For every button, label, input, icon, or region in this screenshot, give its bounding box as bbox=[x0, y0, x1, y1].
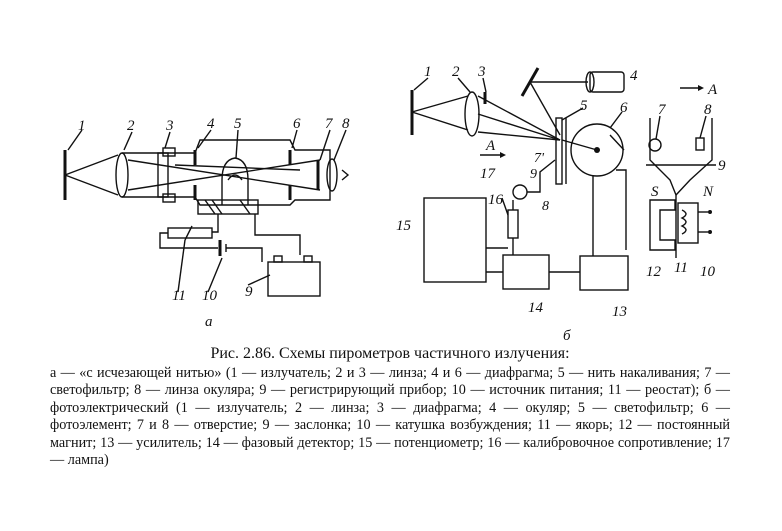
panel-a-labels: 1 2 3 4 5 6 7 8 9 10 11 а bbox=[78, 116, 350, 330]
excitation-coil-b-10 bbox=[677, 202, 699, 244]
label-a-3: 3 bbox=[165, 118, 174, 134]
filter-b-5 bbox=[555, 117, 563, 185]
label-b-6: 6 bbox=[620, 100, 628, 116]
label-b-8: 8 bbox=[704, 102, 712, 118]
magnet-n-label: N bbox=[702, 184, 714, 200]
label-a-9: 9 bbox=[245, 284, 253, 300]
label-a-11: 11 bbox=[172, 288, 186, 304]
figure-caption: Рис. 2.86. Схемы пирометров частичного и… bbox=[50, 345, 730, 469]
lens-a-2 bbox=[115, 152, 129, 198]
eyepiece-b-4 bbox=[589, 71, 625, 93]
label-a-5: 5 bbox=[234, 116, 242, 132]
label-b-3: 3 bbox=[477, 64, 486, 80]
label-b-15: 15 bbox=[396, 218, 412, 234]
filament-lamp-a bbox=[221, 157, 249, 205]
phase-detector-b-14 bbox=[502, 254, 550, 290]
label-b-4: 4 bbox=[630, 68, 638, 84]
arrow-a-label-top: A bbox=[707, 82, 718, 98]
label-b-14: 14 bbox=[528, 300, 544, 316]
pyrometer-schematic-figure: 1 2 3 4 5 6 7 8 9 10 11 а bbox=[63, 64, 726, 340]
arrow-a-label-left: A bbox=[485, 138, 496, 154]
label-a-4: 4 bbox=[207, 116, 215, 132]
label-a-2: 2 bbox=[127, 118, 135, 134]
label-b-1: 1 bbox=[424, 64, 432, 80]
recording-instrument-a bbox=[267, 261, 321, 297]
label-b-17: 17 bbox=[480, 166, 497, 182]
caption-title: Рис. 2.86. Схемы пирометров частичного и… bbox=[210, 345, 570, 362]
potentiometer-b-15 bbox=[423, 197, 487, 283]
lamp-base-a bbox=[197, 199, 259, 215]
label-b-11: 11 bbox=[674, 260, 688, 276]
panel-a-diagram bbox=[63, 129, 350, 297]
label-b-8-small: 8 bbox=[542, 199, 549, 214]
label-b-9-small: 9 bbox=[530, 167, 537, 182]
amplifier-b-13 bbox=[579, 255, 629, 291]
label-a-6: 6 bbox=[293, 116, 301, 132]
panel-b-tag: б bbox=[563, 328, 571, 340]
label-b-10: 10 bbox=[700, 264, 716, 280]
panel-b-diagram bbox=[410, 67, 716, 291]
label-b-7: 7 bbox=[658, 102, 667, 118]
magnet-s-label: S bbox=[651, 184, 659, 200]
label-b-2: 2 bbox=[452, 64, 460, 80]
panel-b-labels: 1 2 3 4 5 6 7 7' 8 8 9 9 10 11 12 13 14 … bbox=[396, 64, 726, 340]
permanent-magnet-b-12 bbox=[649, 199, 676, 251]
label-b-13: 13 bbox=[612, 304, 627, 320]
label-b-12: 12 bbox=[646, 264, 662, 280]
calibration-resistor-b-16 bbox=[507, 209, 519, 239]
label-a-7: 7 bbox=[325, 116, 334, 132]
label-b-5: 5 bbox=[580, 98, 588, 114]
photocell-b-6 bbox=[570, 123, 624, 177]
label-a-10: 10 bbox=[202, 288, 218, 304]
lamp-b-17 bbox=[512, 184, 528, 200]
lens-b-2 bbox=[464, 91, 480, 137]
label-b-16: 16 bbox=[488, 192, 504, 208]
panel-a-tag: а bbox=[205, 314, 213, 330]
label-a-1: 1 bbox=[78, 118, 86, 134]
caption-body: а — «с исчезающей нитью» (1 — излучатель… bbox=[50, 365, 730, 469]
label-b-9: 9 bbox=[718, 158, 726, 174]
label-a-8: 8 bbox=[342, 116, 350, 132]
label-b-7prime: 7' bbox=[534, 151, 545, 166]
